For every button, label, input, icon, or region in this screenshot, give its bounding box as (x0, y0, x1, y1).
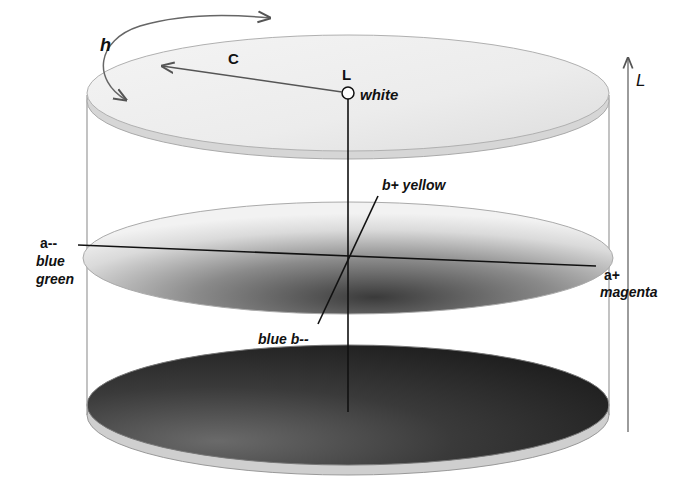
axis-label: C (228, 50, 239, 68)
axis-label: magenta (600, 283, 658, 301)
white-point (342, 87, 354, 99)
axis-label: h (100, 36, 111, 54)
a-axis-line (78, 245, 596, 266)
axis-label: b+ yellow (382, 176, 445, 194)
axis-label: a-- (40, 234, 57, 252)
b-axis-line (318, 196, 378, 324)
axis-label: a+ (604, 266, 620, 284)
lightness-arrow (627, 58, 628, 432)
hue-arc-arrow (103, 16, 270, 100)
axis-label: L (636, 72, 645, 90)
axis-label: L (342, 66, 351, 84)
chroma-arrow (162, 66, 342, 92)
axis-label: white (360, 86, 398, 104)
axis-label: blue green (36, 252, 86, 288)
axis-label: blue b-- (258, 330, 309, 348)
